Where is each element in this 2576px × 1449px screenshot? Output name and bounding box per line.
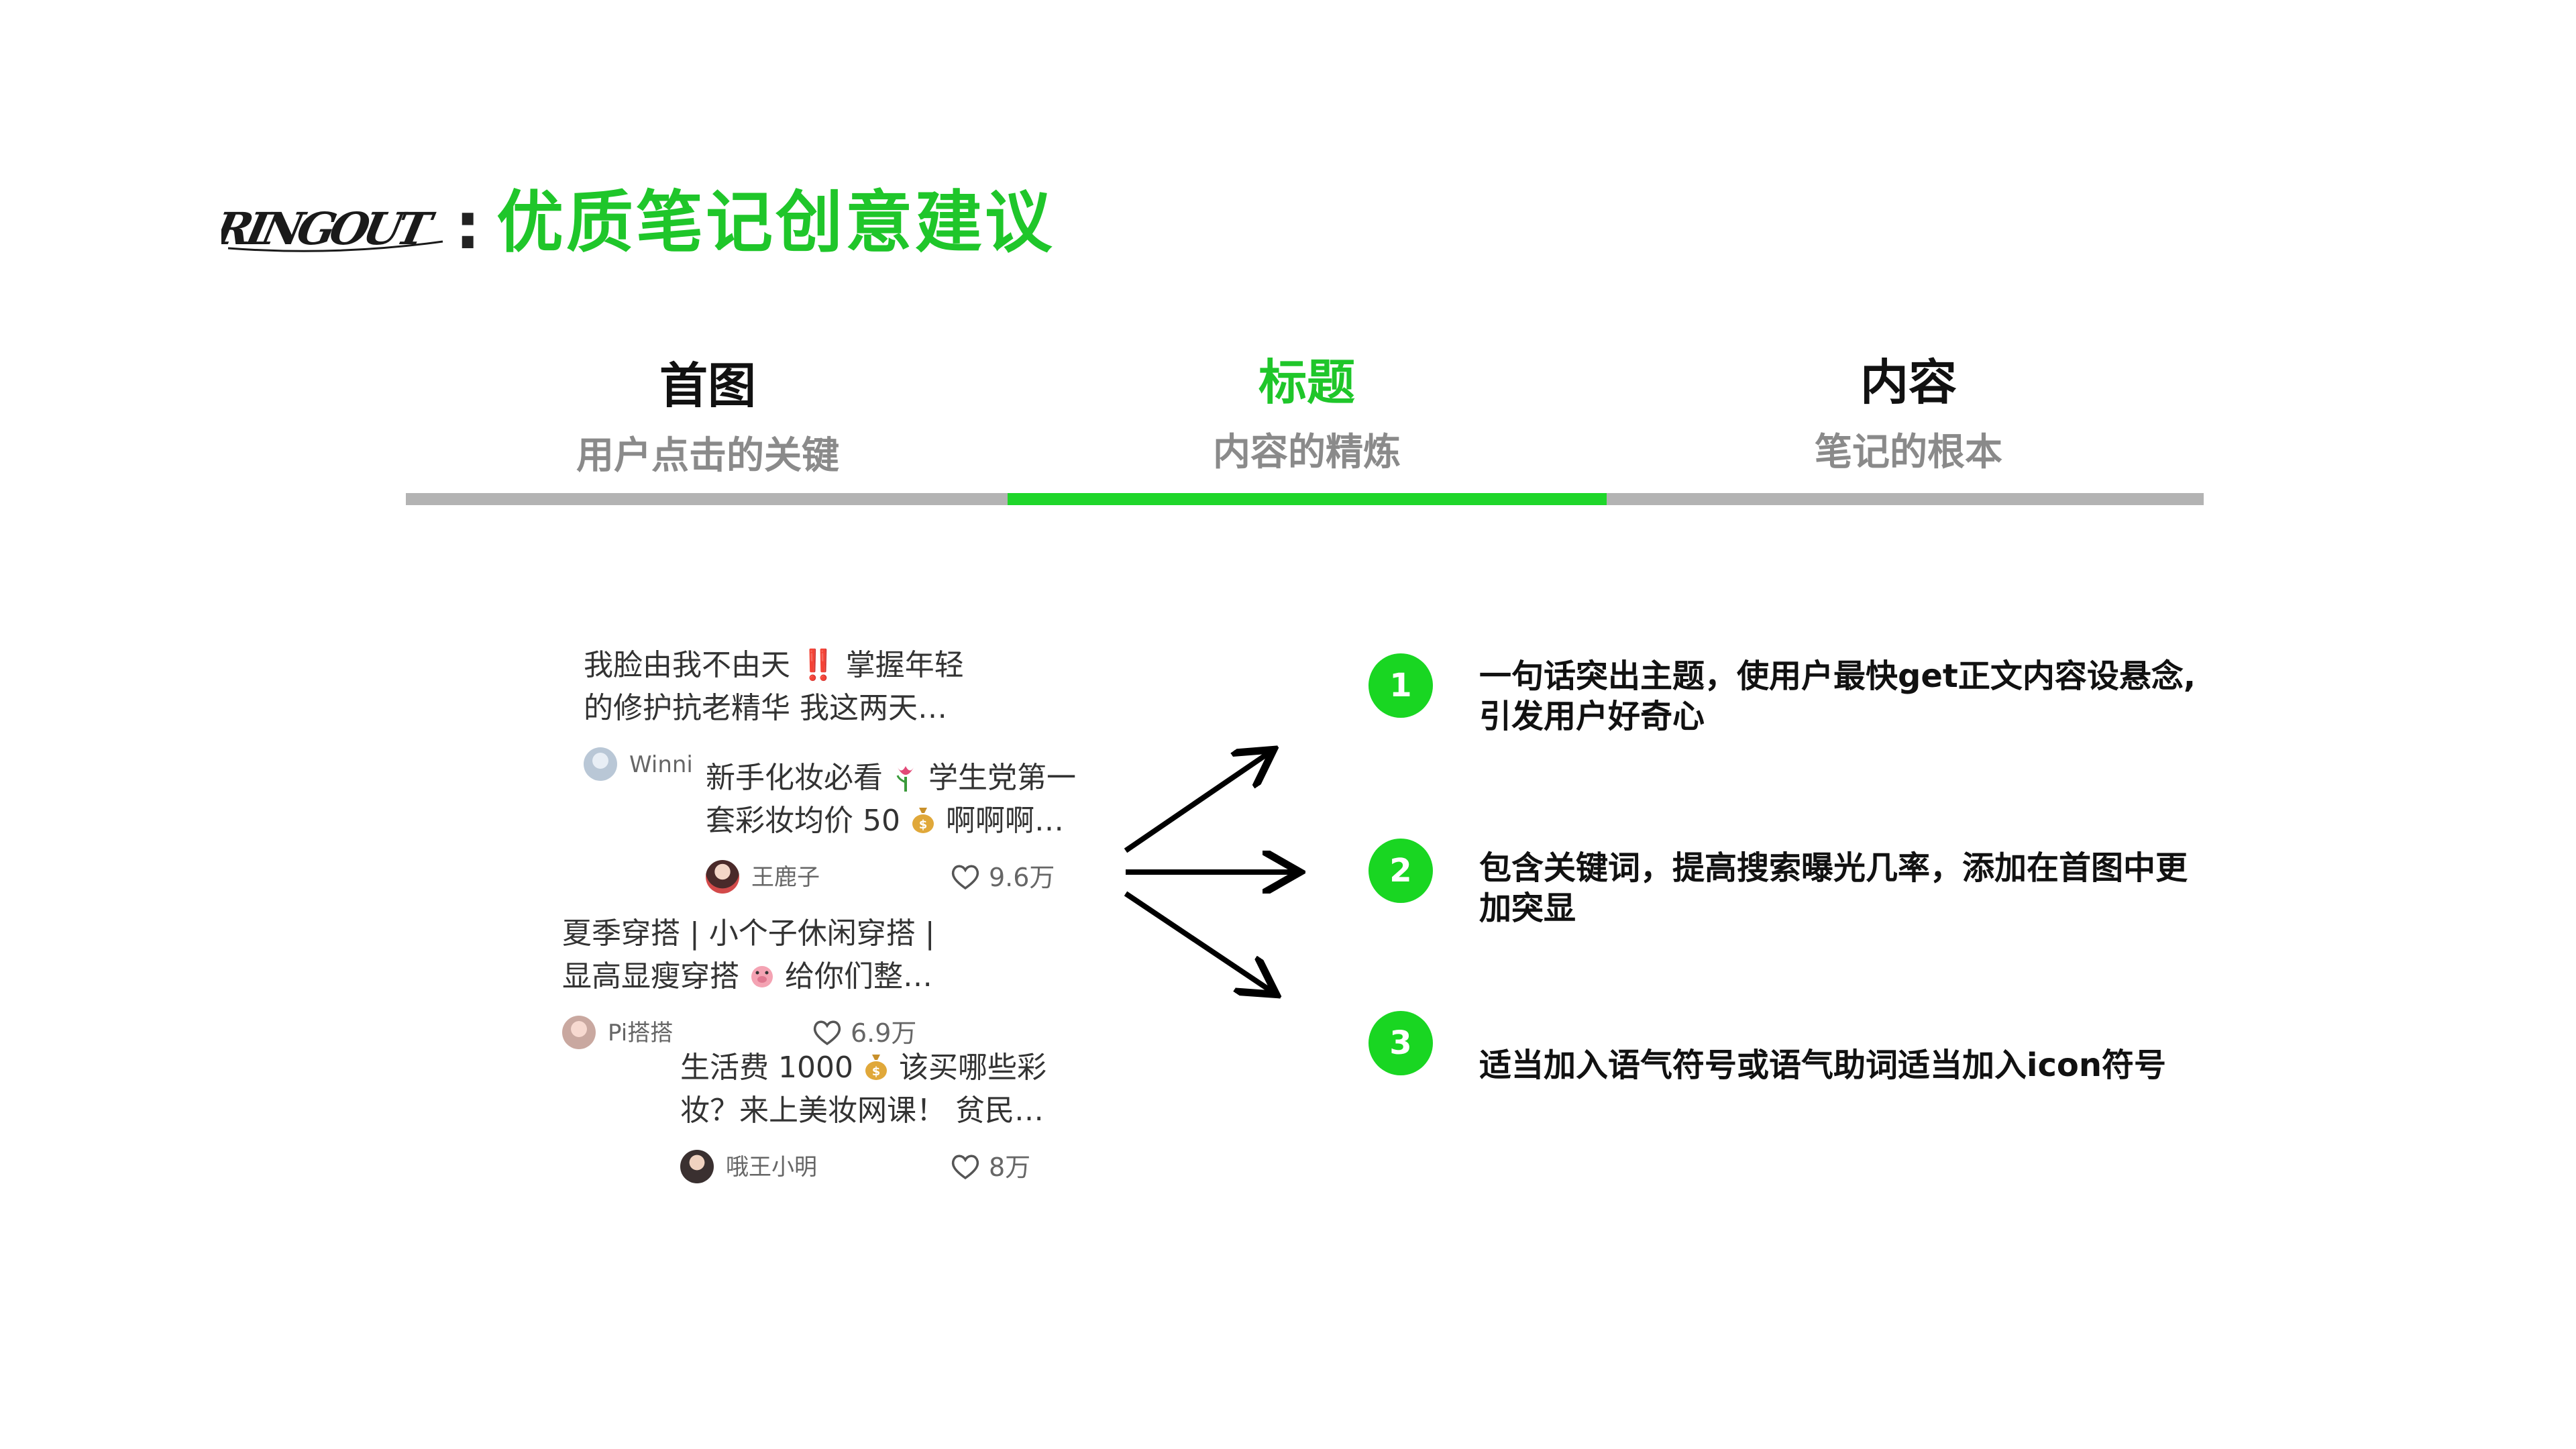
step-badge: 2	[1368, 839, 1433, 903]
note-meta: Pi搭搭 6.9万	[562, 1013, 938, 1053]
svg-text:$: $	[919, 818, 928, 832]
note-title-line: 的修护抗老精华 我这两天…	[584, 691, 947, 725]
step-badge: 1	[1368, 653, 1433, 718]
heart-icon[interactable]	[950, 863, 981, 891]
tab-title: 标题	[1258, 354, 1355, 411]
avatar	[562, 1016, 596, 1049]
heart-icon[interactable]	[812, 1018, 843, 1046]
note-title-line: 生活费 1000 $ 该买哪些彩	[680, 1051, 1046, 1085]
arrow-down-right-icon	[1124, 891, 1272, 991]
tab-subtitle: 笔记的根本	[1815, 431, 2002, 474]
heart-icon[interactable]	[950, 1152, 981, 1181]
tab-subtitle: 内容的精炼	[1213, 431, 1401, 474]
tab-title: 首图	[659, 358, 756, 414]
arrows-graphic	[1124, 738, 1315, 1006]
step-badge: 3	[1368, 1011, 1433, 1075]
page-title: 优质笔记创意建议	[496, 183, 1055, 262]
tulip-icon	[896, 766, 914, 792]
note-title-line: 显高显瘦穿搭 给你们整…	[562, 959, 932, 994]
note-meta: 王鹿子 9.6万	[706, 857, 1081, 898]
svg-text:RINGOUT: RINGOUT	[221, 203, 439, 255]
tip-text: 包含关键词，提高搜索曝光几率，添加在首图中更加突显	[1479, 849, 2188, 927]
like-count: 8万	[989, 1152, 1031, 1182]
like-count: 6.9万	[851, 1018, 917, 1048]
avatar	[584, 747, 617, 781]
note-title-line: 我脸由我不由天 ‼️ 掌握年轻	[584, 648, 964, 682]
note-author: Pi搭搭	[608, 1020, 674, 1046]
ringout-logo: RINGOUT	[221, 203, 443, 255]
like-count: 9.6万	[989, 863, 1055, 892]
note-card[interactable]: 夏季穿搭 | 小个子休闲穿搭 | 显高显瘦穿搭 给你们整… Pi搭搭 6.9万	[562, 912, 938, 1057]
note-author: 王鹿子	[751, 864, 820, 891]
avatar	[680, 1150, 714, 1183]
arrow-up-right-icon	[1124, 753, 1269, 853]
note-author: 哦王小明	[726, 1154, 817, 1181]
note-meta: 哦王小明 8万	[680, 1147, 1083, 1187]
note-title-line: 妆？来上美妆网课！ 贫民…	[680, 1093, 1044, 1128]
note-card[interactable]: 新手化妆必看 学生党第一 套彩妆均价 50 $ 啊啊啊… 王鹿子 9.6万	[706, 757, 1081, 898]
note-title-line: 新手化妆必看 学生党第一	[706, 761, 1076, 795]
money-bag-icon: $	[865, 1055, 887, 1080]
note-title-line: 套彩妆均价 50 $ 啊啊啊…	[706, 804, 1064, 838]
tab-cover-image[interactable]: 首图 用户点击的关键	[406, 356, 1010, 480]
money-bag-icon: $	[912, 808, 934, 833]
note-meta: Winni	[584, 745, 959, 785]
tab-track-inactive	[1607, 493, 2204, 505]
tab-track-active	[1008, 493, 1607, 505]
avatar	[706, 860, 739, 894]
tip-text: 适当加入语气符号或语气助词适当加入icon符号	[1479, 1046, 2167, 1084]
tab-title: 内容	[1860, 354, 1957, 411]
pig-face-icon	[751, 966, 773, 987]
note-author: Winni	[629, 751, 693, 778]
title-separator: :	[455, 189, 481, 264]
note-card[interactable]: 生活费 1000 $ 该买哪些彩 妆？来上美妆网课！ 贫民… 哦王小明 8万	[680, 1046, 1083, 1187]
tab-subtitle: 用户点击的关键	[576, 434, 839, 478]
tab-track-inactive	[406, 493, 1008, 505]
tab-title-section[interactable]: 标题 内容的精炼	[1005, 352, 1609, 477]
note-card[interactable]: 我脸由我不由天 ‼️ 掌握年轻 的修护抗老精华 我这两天… Winni	[584, 644, 964, 785]
tab-content[interactable]: 内容 笔记的根本	[1607, 352, 2210, 477]
svg-text:$: $	[872, 1065, 881, 1079]
note-title-line: 夏季穿搭 | 小个子休闲穿搭 |	[562, 916, 935, 951]
tip-text: 一句话突出主题，使用户最快get正文内容设悬念,引发用户好奇心	[1479, 657, 2196, 735]
